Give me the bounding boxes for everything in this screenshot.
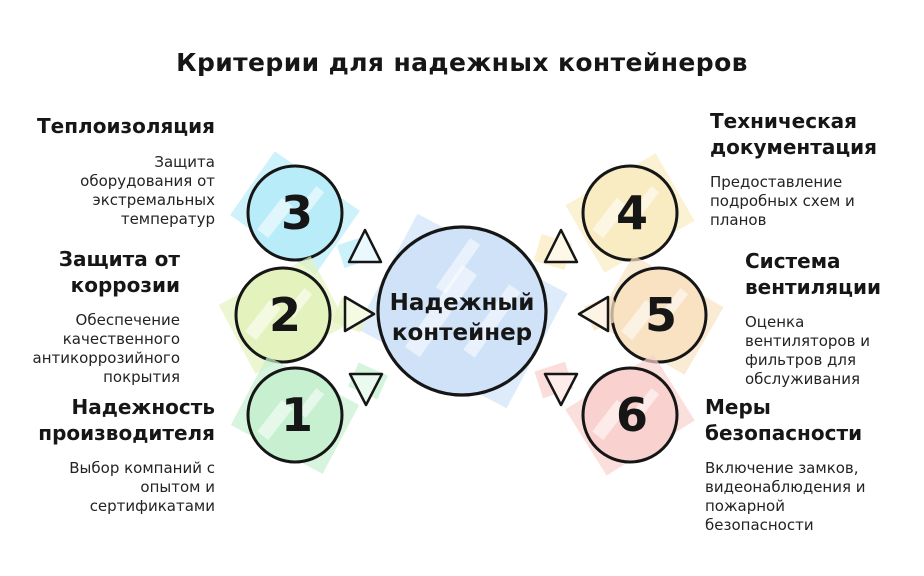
item-number-6: 6 — [616, 388, 648, 442]
item-block-manufacturer-reliability: Надежность производителя Выбор компаний … — [15, 395, 215, 516]
streak-decoration — [297, 186, 325, 216]
item-heading: Меры безопасности — [705, 395, 863, 445]
item-description: Обеспечение качественного антикоррозийно… — [32, 311, 180, 387]
streak-decoration — [592, 197, 628, 239]
item-block-security-measures: Меры безопасности Включение замков, виде… — [705, 395, 895, 535]
item-heading: Надежность производителя — [38, 395, 215, 445]
arrow-down-triangle-right — [534, 361, 579, 407]
streak-decoration — [632, 186, 660, 216]
item-number-3: 3 — [281, 186, 313, 240]
center-label-line2: контейнер — [392, 320, 532, 346]
streak-decoration — [257, 399, 293, 441]
triangle-down-icon — [348, 372, 384, 407]
item-description: Выбор компаний с опытом и сертификатами — [69, 459, 215, 516]
item-circle-group-2: 2 — [218, 256, 348, 374]
item-heading: Теплоизоляция — [37, 114, 215, 138]
streak-decoration — [632, 388, 660, 418]
item-block-technical-documentation: Техническая документация Предоставление … — [710, 109, 890, 230]
item-number-5: 5 — [645, 288, 677, 342]
arrow-up-triangle-right — [533, 228, 579, 270]
streak-decoration — [661, 288, 689, 318]
triangle-up-icon — [543, 228, 579, 264]
arrow-up-triangle-left — [337, 228, 383, 269]
item-block-thermal-insulation: Теплоизоляция Защита оборудования от экс… — [19, 114, 215, 229]
item-circle-group-1: 1 — [230, 356, 360, 474]
item-number-4: 4 — [616, 186, 648, 240]
triangle-left-icon — [577, 295, 610, 333]
streak-decoration — [285, 288, 313, 318]
item-circle-group-3: 3 — [230, 151, 360, 275]
item-block-ventilation-system: Система вентиляции Оценка вентиляторов и… — [745, 249, 900, 389]
item-heading: Техническая документация — [710, 109, 878, 159]
triangle-up-icon — [347, 228, 383, 264]
item-heading: Система вентиляции — [745, 249, 881, 299]
item-circle-group-6: 6 — [565, 354, 695, 476]
item-description: Оценка вентиляторов и фильтров для обслу… — [745, 313, 870, 389]
arrow-down-triangle-left — [348, 362, 388, 407]
item-number-1: 1 — [281, 388, 313, 442]
streak-decoration — [297, 388, 325, 418]
streak-decoration — [245, 299, 281, 341]
streak-decoration — [621, 299, 657, 341]
item-circle-group-4: 4 — [565, 153, 695, 273]
arrow-right-triangle-left — [332, 295, 376, 333]
item-block-corrosion-protection: Защита от коррозии Обеспечение качествен… — [5, 247, 180, 387]
streak-decoration — [257, 197, 293, 239]
center-circle-group: Надежный контейнер — [356, 213, 568, 409]
item-heading: Защита от коррозии — [58, 247, 180, 297]
item-circle-group-5: 5 — [594, 255, 724, 375]
arrow-left-triangle-right — [577, 295, 622, 333]
center-label-line1: Надежный — [390, 290, 535, 316]
triangle-down-icon — [543, 372, 579, 407]
item-description: Включение замков, видеонаблюдения и пожа… — [705, 459, 866, 535]
streak-decoration — [435, 237, 481, 295]
page-title: Критерии для надежных контейнеров — [176, 48, 748, 77]
streak-decoration — [463, 284, 521, 358]
item-number-2: 2 — [269, 288, 301, 342]
item-description: Предоставление подробных схем и планов — [710, 173, 855, 230]
streak-decoration — [404, 264, 478, 358]
triangle-right-icon — [343, 295, 376, 333]
streak-decoration — [592, 399, 628, 441]
item-description: Защита оборудования от экстремальных тем… — [80, 152, 215, 228]
